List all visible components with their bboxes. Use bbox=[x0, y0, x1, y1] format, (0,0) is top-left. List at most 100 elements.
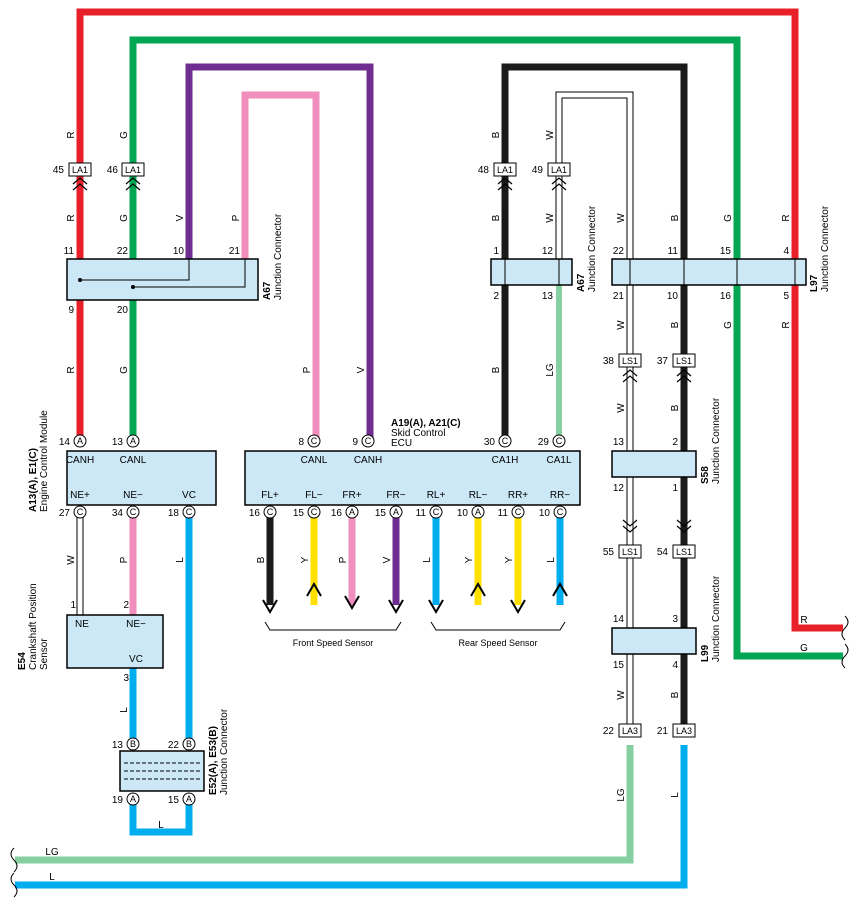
svg-text:49: 49 bbox=[532, 165, 544, 176]
svg-text:R: R bbox=[66, 366, 77, 373]
svg-text:LG: LG bbox=[545, 363, 556, 377]
e54-id: E54 bbox=[17, 652, 28, 670]
svg-text:P: P bbox=[231, 214, 242, 221]
svg-text:V: V bbox=[356, 366, 367, 373]
tag-la1-45: LA1 bbox=[72, 165, 88, 175]
svg-text:19: 19 bbox=[112, 795, 124, 806]
svg-text:W: W bbox=[616, 403, 627, 413]
svg-text:Y: Y bbox=[300, 556, 311, 563]
rear-speed-sensor-label: Rear Speed Sensor bbox=[458, 638, 537, 648]
svg-text:G: G bbox=[800, 643, 808, 654]
wire-p bbox=[241, 91, 320, 440]
svg-text:A: A bbox=[130, 794, 136, 804]
pin-numbers: 45 46 48 49 11 22 10 21 9 20 1 12 2 13 2… bbox=[53, 165, 790, 806]
svg-text:A: A bbox=[349, 507, 355, 517]
svg-text:16: 16 bbox=[249, 508, 261, 519]
svg-text:A: A bbox=[475, 507, 481, 517]
svg-text:10: 10 bbox=[173, 246, 185, 257]
l97-title: Junction Connector bbox=[820, 205, 831, 292]
svg-text:B: B bbox=[670, 214, 681, 221]
wire-g-outer bbox=[129, 36, 843, 660]
svg-text:P: P bbox=[338, 556, 349, 563]
svg-text:NE: NE bbox=[75, 619, 89, 630]
svg-text:3: 3 bbox=[123, 673, 129, 684]
svg-text:R: R bbox=[66, 214, 77, 221]
wire-v bbox=[185, 63, 374, 440]
svg-text:RR−: RR− bbox=[550, 490, 570, 501]
wire-r-outer bbox=[76, 8, 843, 632]
svg-text:15: 15 bbox=[720, 246, 732, 257]
svg-text:CA1L: CA1L bbox=[546, 455, 571, 466]
svg-text:21: 21 bbox=[613, 291, 625, 302]
ecm-box bbox=[66, 450, 217, 506]
svg-text:9: 9 bbox=[68, 305, 74, 316]
e54-title2: Sensor bbox=[39, 638, 50, 670]
svg-text:CANH: CANH bbox=[66, 455, 94, 466]
svg-text:VC: VC bbox=[182, 490, 196, 501]
s58-box bbox=[611, 450, 697, 478]
svg-text:4: 4 bbox=[783, 246, 789, 257]
svg-text:B: B bbox=[130, 739, 136, 749]
svg-text:14: 14 bbox=[613, 614, 625, 625]
wire-l-bottom bbox=[15, 745, 688, 889]
svg-text:R: R bbox=[66, 131, 77, 138]
tag-ls1-37: LS1 bbox=[676, 356, 692, 366]
svg-text:L: L bbox=[422, 557, 433, 563]
svg-text:2: 2 bbox=[493, 291, 499, 302]
a67-right-id: A67 bbox=[576, 273, 587, 292]
svg-text:B: B bbox=[491, 366, 502, 373]
svg-text:NE+: NE+ bbox=[70, 490, 90, 501]
svg-text:P: P bbox=[119, 556, 130, 563]
svg-text:54: 54 bbox=[657, 547, 669, 558]
svg-text:CA1H: CA1H bbox=[492, 455, 519, 466]
break-left-lg bbox=[10, 847, 18, 873]
svg-text:12: 12 bbox=[613, 483, 625, 494]
svg-text:V: V bbox=[382, 556, 393, 563]
svg-text:16: 16 bbox=[720, 291, 732, 302]
l99-title: Junction Connector bbox=[711, 575, 722, 662]
svg-text:15: 15 bbox=[168, 795, 180, 806]
svg-text:W: W bbox=[616, 320, 627, 330]
a67-left-inner bbox=[80, 259, 246, 288]
svg-text:22: 22 bbox=[117, 246, 129, 257]
svg-text:C: C bbox=[502, 436, 509, 446]
l99-id: L99 bbox=[700, 644, 711, 662]
tag-la1-48: LA1 bbox=[497, 165, 513, 175]
svg-text:A: A bbox=[130, 436, 136, 446]
svg-text:FR+: FR+ bbox=[342, 490, 361, 501]
svg-text:VC: VC bbox=[129, 654, 143, 665]
svg-text:3: 3 bbox=[672, 614, 678, 625]
svg-text:RL−: RL− bbox=[469, 490, 488, 501]
svg-text:11: 11 bbox=[416, 508, 427, 519]
a67-right-title: Junction Connector bbox=[587, 205, 598, 292]
svg-text:22: 22 bbox=[168, 740, 180, 751]
svg-text:L: L bbox=[546, 557, 557, 563]
ecm-id: A13(A), E1(C) bbox=[28, 448, 39, 512]
tag-ls1-38: LS1 bbox=[622, 356, 638, 366]
svg-text:C: C bbox=[77, 507, 84, 517]
sensor-arrows bbox=[262, 582, 568, 614]
svg-text:8: 8 bbox=[298, 437, 304, 448]
svg-text:11: 11 bbox=[64, 246, 75, 257]
svg-text:27: 27 bbox=[59, 508, 71, 519]
svg-text:22: 22 bbox=[613, 246, 625, 257]
svg-text:15: 15 bbox=[613, 660, 625, 671]
svg-text:13: 13 bbox=[542, 291, 554, 302]
wire-labels: R R R G G G V P P V B B B W W LG W B G R… bbox=[45, 130, 808, 883]
svg-text:10: 10 bbox=[457, 508, 469, 519]
svg-text:C: C bbox=[365, 436, 372, 446]
tag-ls1-55: LS1 bbox=[622, 547, 638, 557]
svg-text:G: G bbox=[723, 214, 734, 222]
svg-text:R: R bbox=[800, 615, 807, 626]
l99-box bbox=[611, 627, 697, 655]
svg-text:R: R bbox=[781, 214, 792, 221]
svg-text:LG: LG bbox=[616, 788, 627, 802]
rear-sensor-bracket bbox=[430, 621, 566, 631]
svg-text:12: 12 bbox=[542, 246, 554, 257]
tag-la1-46: LA1 bbox=[125, 165, 141, 175]
svg-text:30: 30 bbox=[484, 437, 496, 448]
break-right-g bbox=[841, 643, 849, 669]
svg-text:15: 15 bbox=[375, 508, 387, 519]
skid-title1: Skid Control bbox=[391, 428, 445, 439]
svg-text:21: 21 bbox=[657, 726, 669, 737]
